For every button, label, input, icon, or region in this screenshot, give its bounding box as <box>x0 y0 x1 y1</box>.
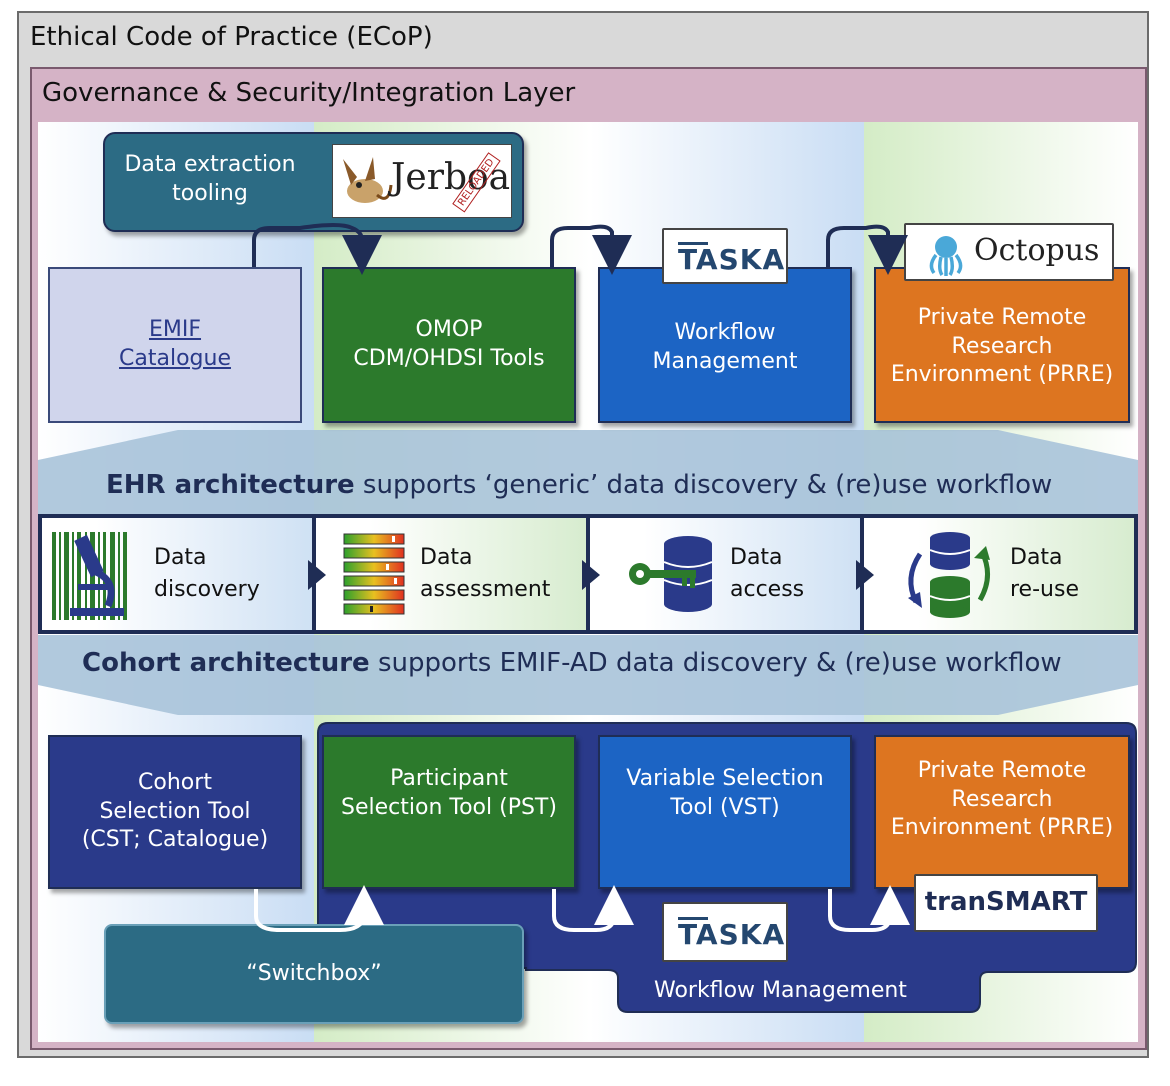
pst-label: Participant Selection Tool (PST) <box>341 766 557 820</box>
switchbox-label: “Switchbox” <box>246 960 382 986</box>
taska-logo-overline <box>678 242 708 245</box>
taska-logo-overline-bottom <box>678 917 708 920</box>
taska-logo-text-bottom: TASKA <box>678 918 786 951</box>
participant-selection-tool-box: Participant Selection Tool (PST) <box>322 735 576 889</box>
data-extraction-label: Data extraction tooling <box>124 152 296 206</box>
step-label-access: Data access <box>730 545 805 602</box>
ehr-banner-bold: EHR architecture <box>106 470 355 500</box>
emif-catalogue-link[interactable]: EMIF Catalogue <box>119 317 231 371</box>
emif-catalogue-box[interactable]: EMIF Catalogue <box>48 267 302 423</box>
key-database-icon <box>629 536 713 612</box>
prre-box-top: Private Remote Research Environment (PRR… <box>874 267 1130 423</box>
omop-cdm-box: OMOP CDM/OHDSI Tools <box>322 267 576 423</box>
workflow-management-label: Workflow Management <box>652 320 798 374</box>
cohort-banner-shape <box>38 635 1138 715</box>
quality-bars-icon <box>343 533 405 615</box>
top-connector-arrows <box>252 223 908 275</box>
step-label-reuse: Data re-use <box>1010 545 1079 602</box>
database-cycle-icon <box>908 532 990 618</box>
variable-selection-tool-box: Variable Selection Tool (VST) <box>598 735 852 889</box>
octopus-logo: Octopus <box>904 223 1114 281</box>
step-label-assessment: Data assessment <box>420 545 551 602</box>
taska-logo-top: TASKA <box>662 228 788 284</box>
jerboa-logo: Jerboa RELOADED <box>332 144 512 218</box>
octopus-logo-text: Octopus <box>974 233 1100 268</box>
workflow-management-footer: Workflow Management <box>654 978 907 1003</box>
taska-logo-bottom: TASKA <box>662 902 788 962</box>
transmart-logo-text: tranSMART <box>924 887 1088 918</box>
ecop-title: Ethical Code of Practice (ECoP) <box>30 22 433 52</box>
prre-box-bottom: Private Remote Research Environment (PRR… <box>874 735 1130 889</box>
octopus-icon <box>929 236 963 276</box>
transmart-logo: tranSMART <box>914 874 1098 932</box>
cohort-architecture-banner: Cohort architecture supports EMIF-AD dat… <box>82 648 1062 678</box>
jerboa-animal-icon <box>343 157 393 203</box>
switchbox: “Switchbox” <box>104 924 524 1024</box>
vst-label: Variable Selection Tool (VST) <box>626 766 824 820</box>
prre-label-top: Private Remote Research Environment (PRR… <box>890 305 1114 388</box>
step-arrows <box>0 0 1170 640</box>
omop-label: OMOP CDM/OHDSI Tools <box>353 317 545 371</box>
microscope-icon <box>52 532 127 620</box>
ehr-banner-rest: supports ‘generic’ data discovery & (re)… <box>354 470 1053 500</box>
ehr-architecture-banner: EHR architecture supports ‘generic’ data… <box>106 470 1052 500</box>
ehr-banner-shape <box>38 430 1138 520</box>
cohort-banner-bold: Cohort architecture <box>82 648 370 678</box>
cohort-banner-rest: supports EMIF-AD data discovery & (re)us… <box>369 648 1062 678</box>
cohort-selection-tool-box: Cohort Selection Tool (CST; Catalogue) <box>48 735 302 889</box>
cst-label: Cohort Selection Tool (CST; Catalogue) <box>81 770 269 853</box>
taska-logo-text-top: TASKA <box>678 243 786 276</box>
jerboa-logo-text: Jerboa <box>391 157 511 198</box>
step-label-discovery: Data discovery <box>154 545 260 602</box>
governance-title: Governance & Security/Integration Layer <box>42 78 576 108</box>
prre-label-bottom: Private Remote Research Environment (PRR… <box>890 758 1114 841</box>
